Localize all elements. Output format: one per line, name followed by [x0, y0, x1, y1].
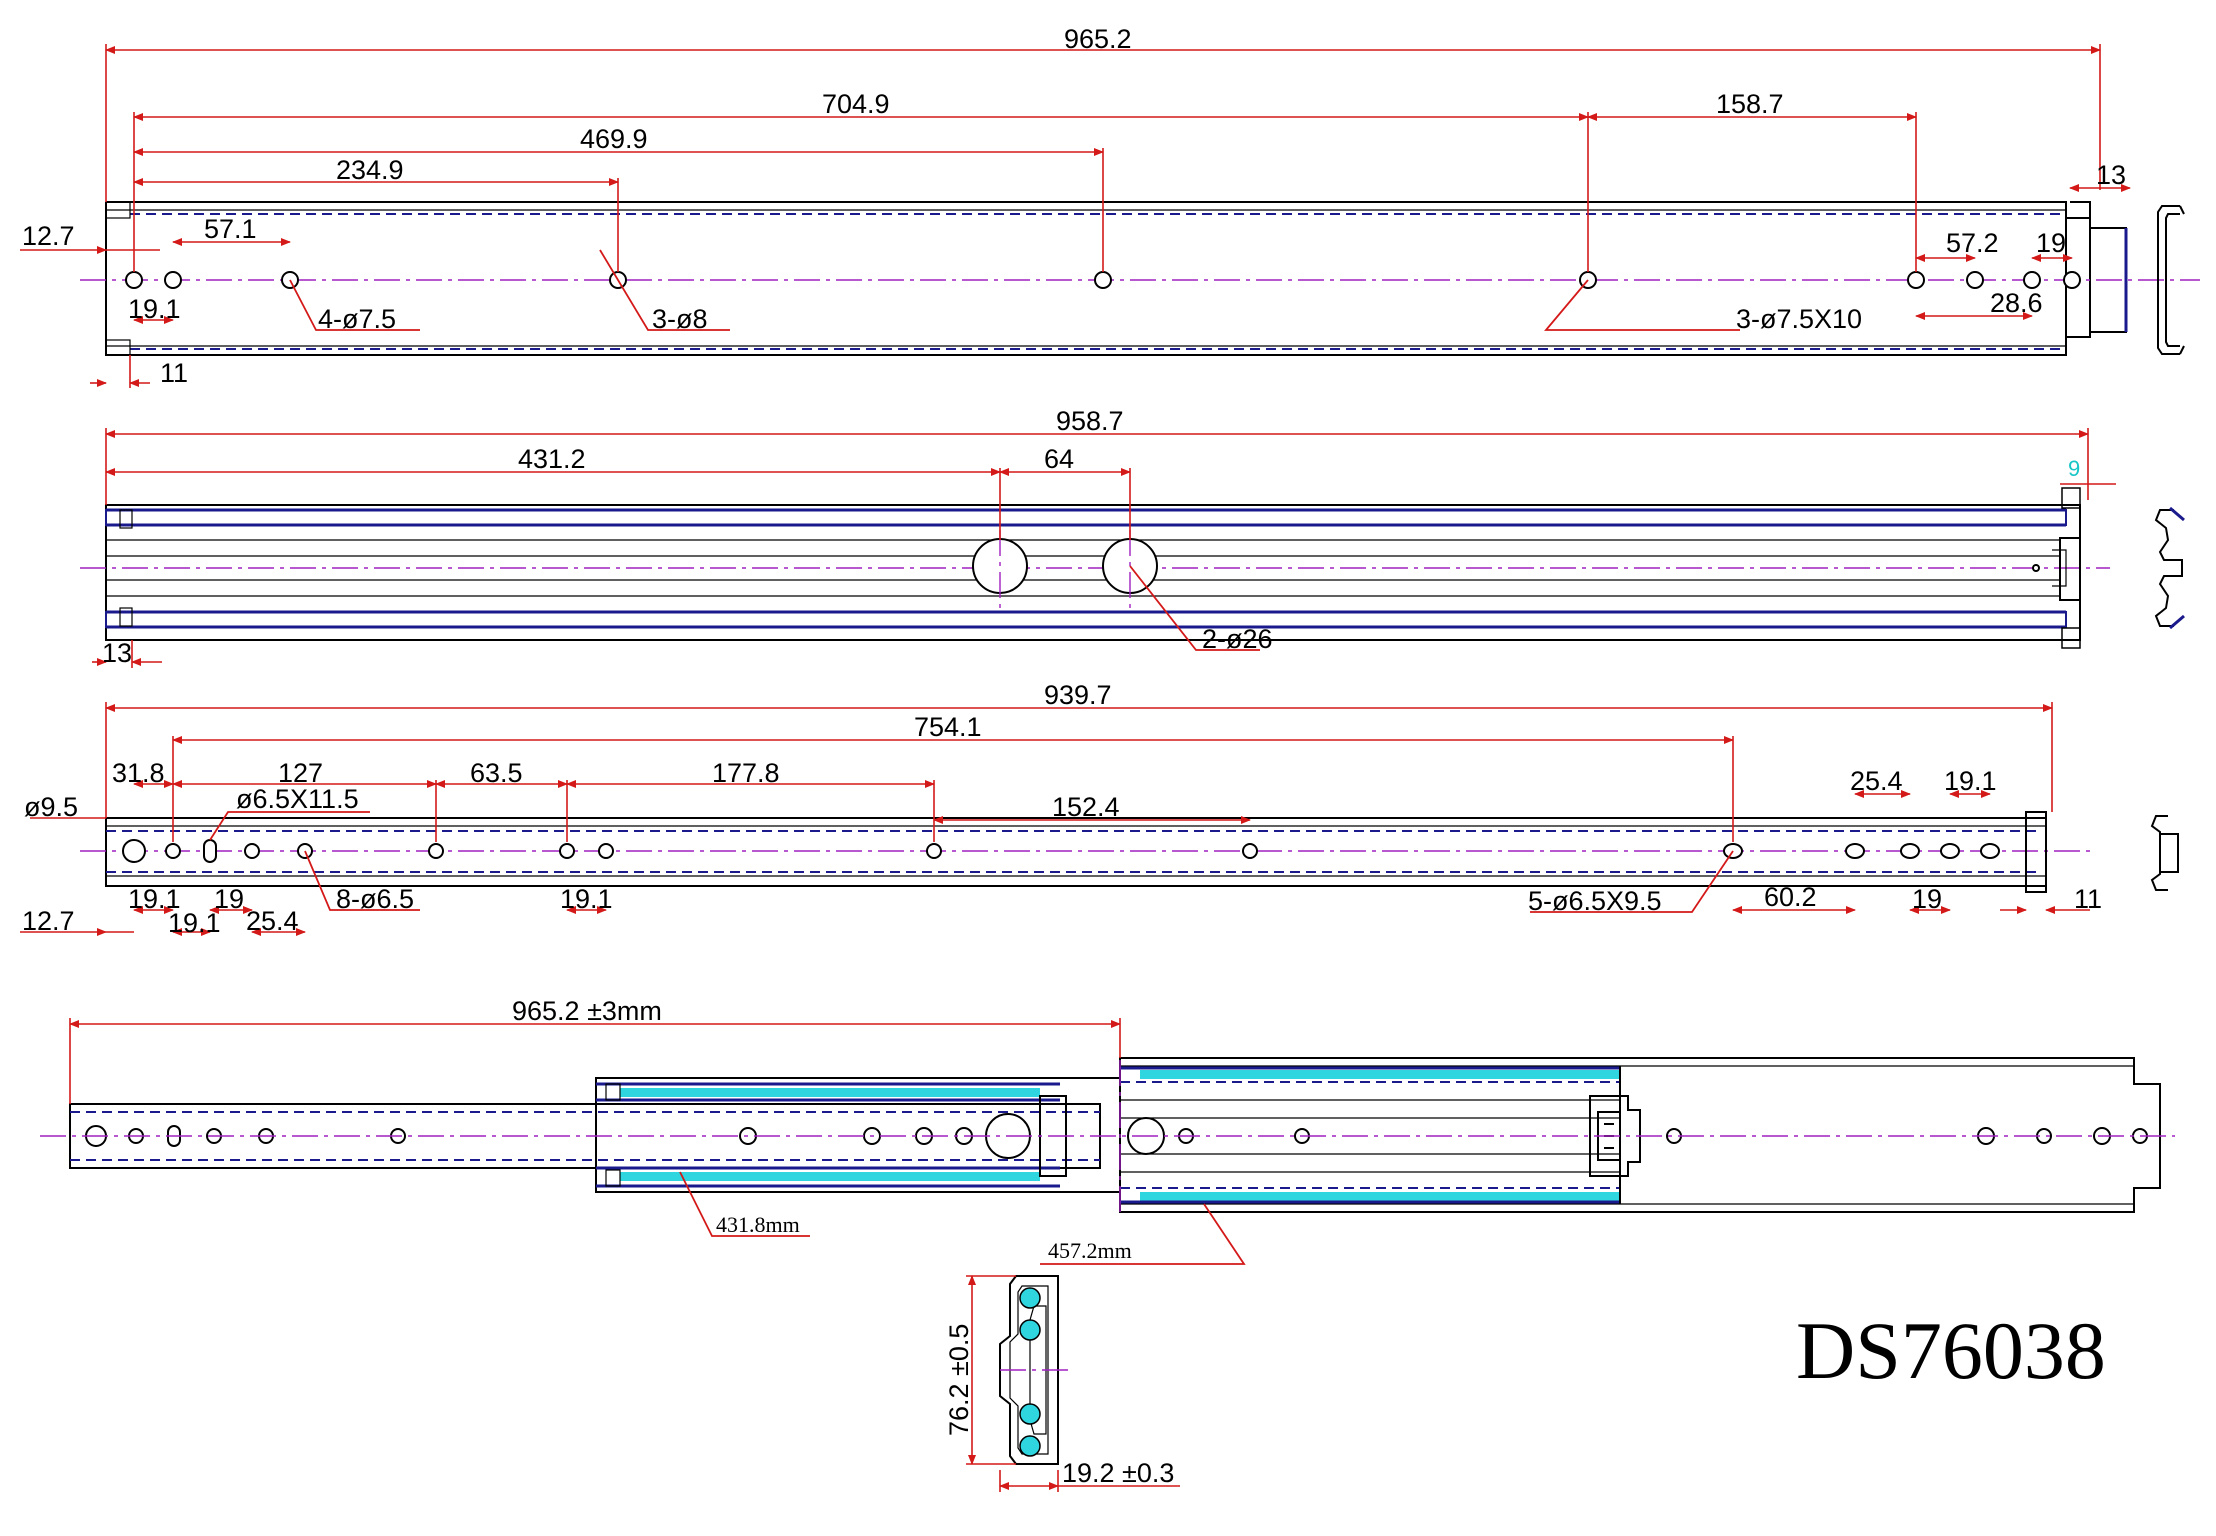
- v2-9-dim: 9: [2068, 456, 2080, 481]
- cross-section-view: 76.2 ±0.5 19.2 ±0.3: [944, 1275, 1180, 1492]
- v1-19-dim: 19: [2036, 228, 2066, 258]
- v2-64-dim: 64: [1044, 444, 1074, 474]
- v1-57_1-dim: 57.1: [204, 214, 257, 244]
- v3-60_2-dim: 60.2: [1764, 882, 1817, 912]
- v3-177_8-dim: 177.8: [712, 758, 780, 788]
- v3-25_4r-dim: 25.4: [1850, 766, 1903, 796]
- v3-8-holes-callout: 8-ø6.5: [336, 884, 414, 914]
- v3-19_1r-dim: 19.1: [1944, 766, 1997, 796]
- section-height-dim: 76.2 ±0.5: [944, 1324, 974, 1436]
- v3-127-dim: 127: [278, 758, 323, 788]
- v3-5-slots-callout: 5-ø6.5X9.5: [1528, 886, 1662, 916]
- v1-469-dim: 469.9: [580, 124, 648, 154]
- v3-152_4-dim: 152.4: [1052, 792, 1120, 822]
- v1-overall-dim: 965.2: [1064, 24, 1132, 54]
- v3-19_1c-dim: 19.1: [560, 884, 613, 914]
- v4-inner-dim: 431.8mm: [716, 1212, 800, 1237]
- v2-overall-dim: 958.7: [1056, 406, 1124, 436]
- v3-11-dim: 11: [2074, 884, 2102, 914]
- section-width-dim: 19.2 ±0.3: [1062, 1458, 1174, 1488]
- v3-9_5-dim: ø9.5: [24, 792, 78, 822]
- v2-13-dim: 13: [102, 638, 132, 668]
- v1-4-holes-callout: 4-ø7.5: [318, 304, 396, 334]
- v1-3-holes-callout: 3-ø8: [652, 304, 708, 334]
- v3-31_8-dim: 31.8: [112, 758, 165, 788]
- v1-12_7-dim: 12.7: [22, 221, 75, 251]
- view-outer-member: 965.2 704.9 158.7 469.9 234.9 13 12.7 57…: [20, 24, 2200, 388]
- model-number: DS76038: [1796, 1305, 2106, 1396]
- v1-158-dim: 158.7: [1716, 89, 1784, 119]
- v2-2-holes-callout: 2-ø26: [1202, 624, 1273, 654]
- v3-25_4-dim: 25.4: [246, 906, 299, 936]
- v3-63_5-dim: 63.5: [470, 758, 523, 788]
- v1-19_1-dim: 19.1: [128, 294, 181, 324]
- view-assembly: 965.2 ±3mm 431.8mm 457.2mm: [40, 996, 2175, 1265]
- v3-overall-dim: 939.7: [1044, 680, 1112, 710]
- v3-6_5x11_5-dim: ø6.5X11.5: [236, 784, 359, 814]
- v3-19-dim: 19: [214, 884, 244, 914]
- v1-11-dim: 11: [160, 358, 188, 388]
- v4-outer-dim: 457.2mm: [1048, 1238, 1132, 1263]
- v3-19_1b-dim: 19.1: [168, 908, 221, 938]
- v3-19r-dim: 19: [1912, 884, 1942, 914]
- v1-57_2-dim: 57.2: [1946, 228, 1999, 258]
- v3-754-dim: 754.1: [914, 712, 982, 742]
- v1-28_6-dim: 28.6: [1990, 288, 2043, 318]
- v1-3-slots-callout: 3-ø7.5X10: [1736, 304, 1862, 334]
- v1-234-dim: 234.9: [336, 155, 404, 185]
- v1-13-dim: 13: [2096, 160, 2126, 190]
- v4-extension-dim: 965.2 ±3mm: [512, 996, 662, 1026]
- v3-12_7-dim: 12.7: [22, 906, 75, 936]
- v1-704-dim: 704.9: [822, 89, 890, 119]
- v2-431-dim: 431.2: [518, 444, 586, 474]
- v3-19_1a-dim: 19.1: [128, 884, 181, 914]
- view-inner-member: 939.7 754.1 31.8 127 63.5 177.8 152.4 25…: [20, 680, 2179, 938]
- view-intermediate-member: 958.7 431.2 64 13 9 2-ø26: [80, 406, 2185, 668]
